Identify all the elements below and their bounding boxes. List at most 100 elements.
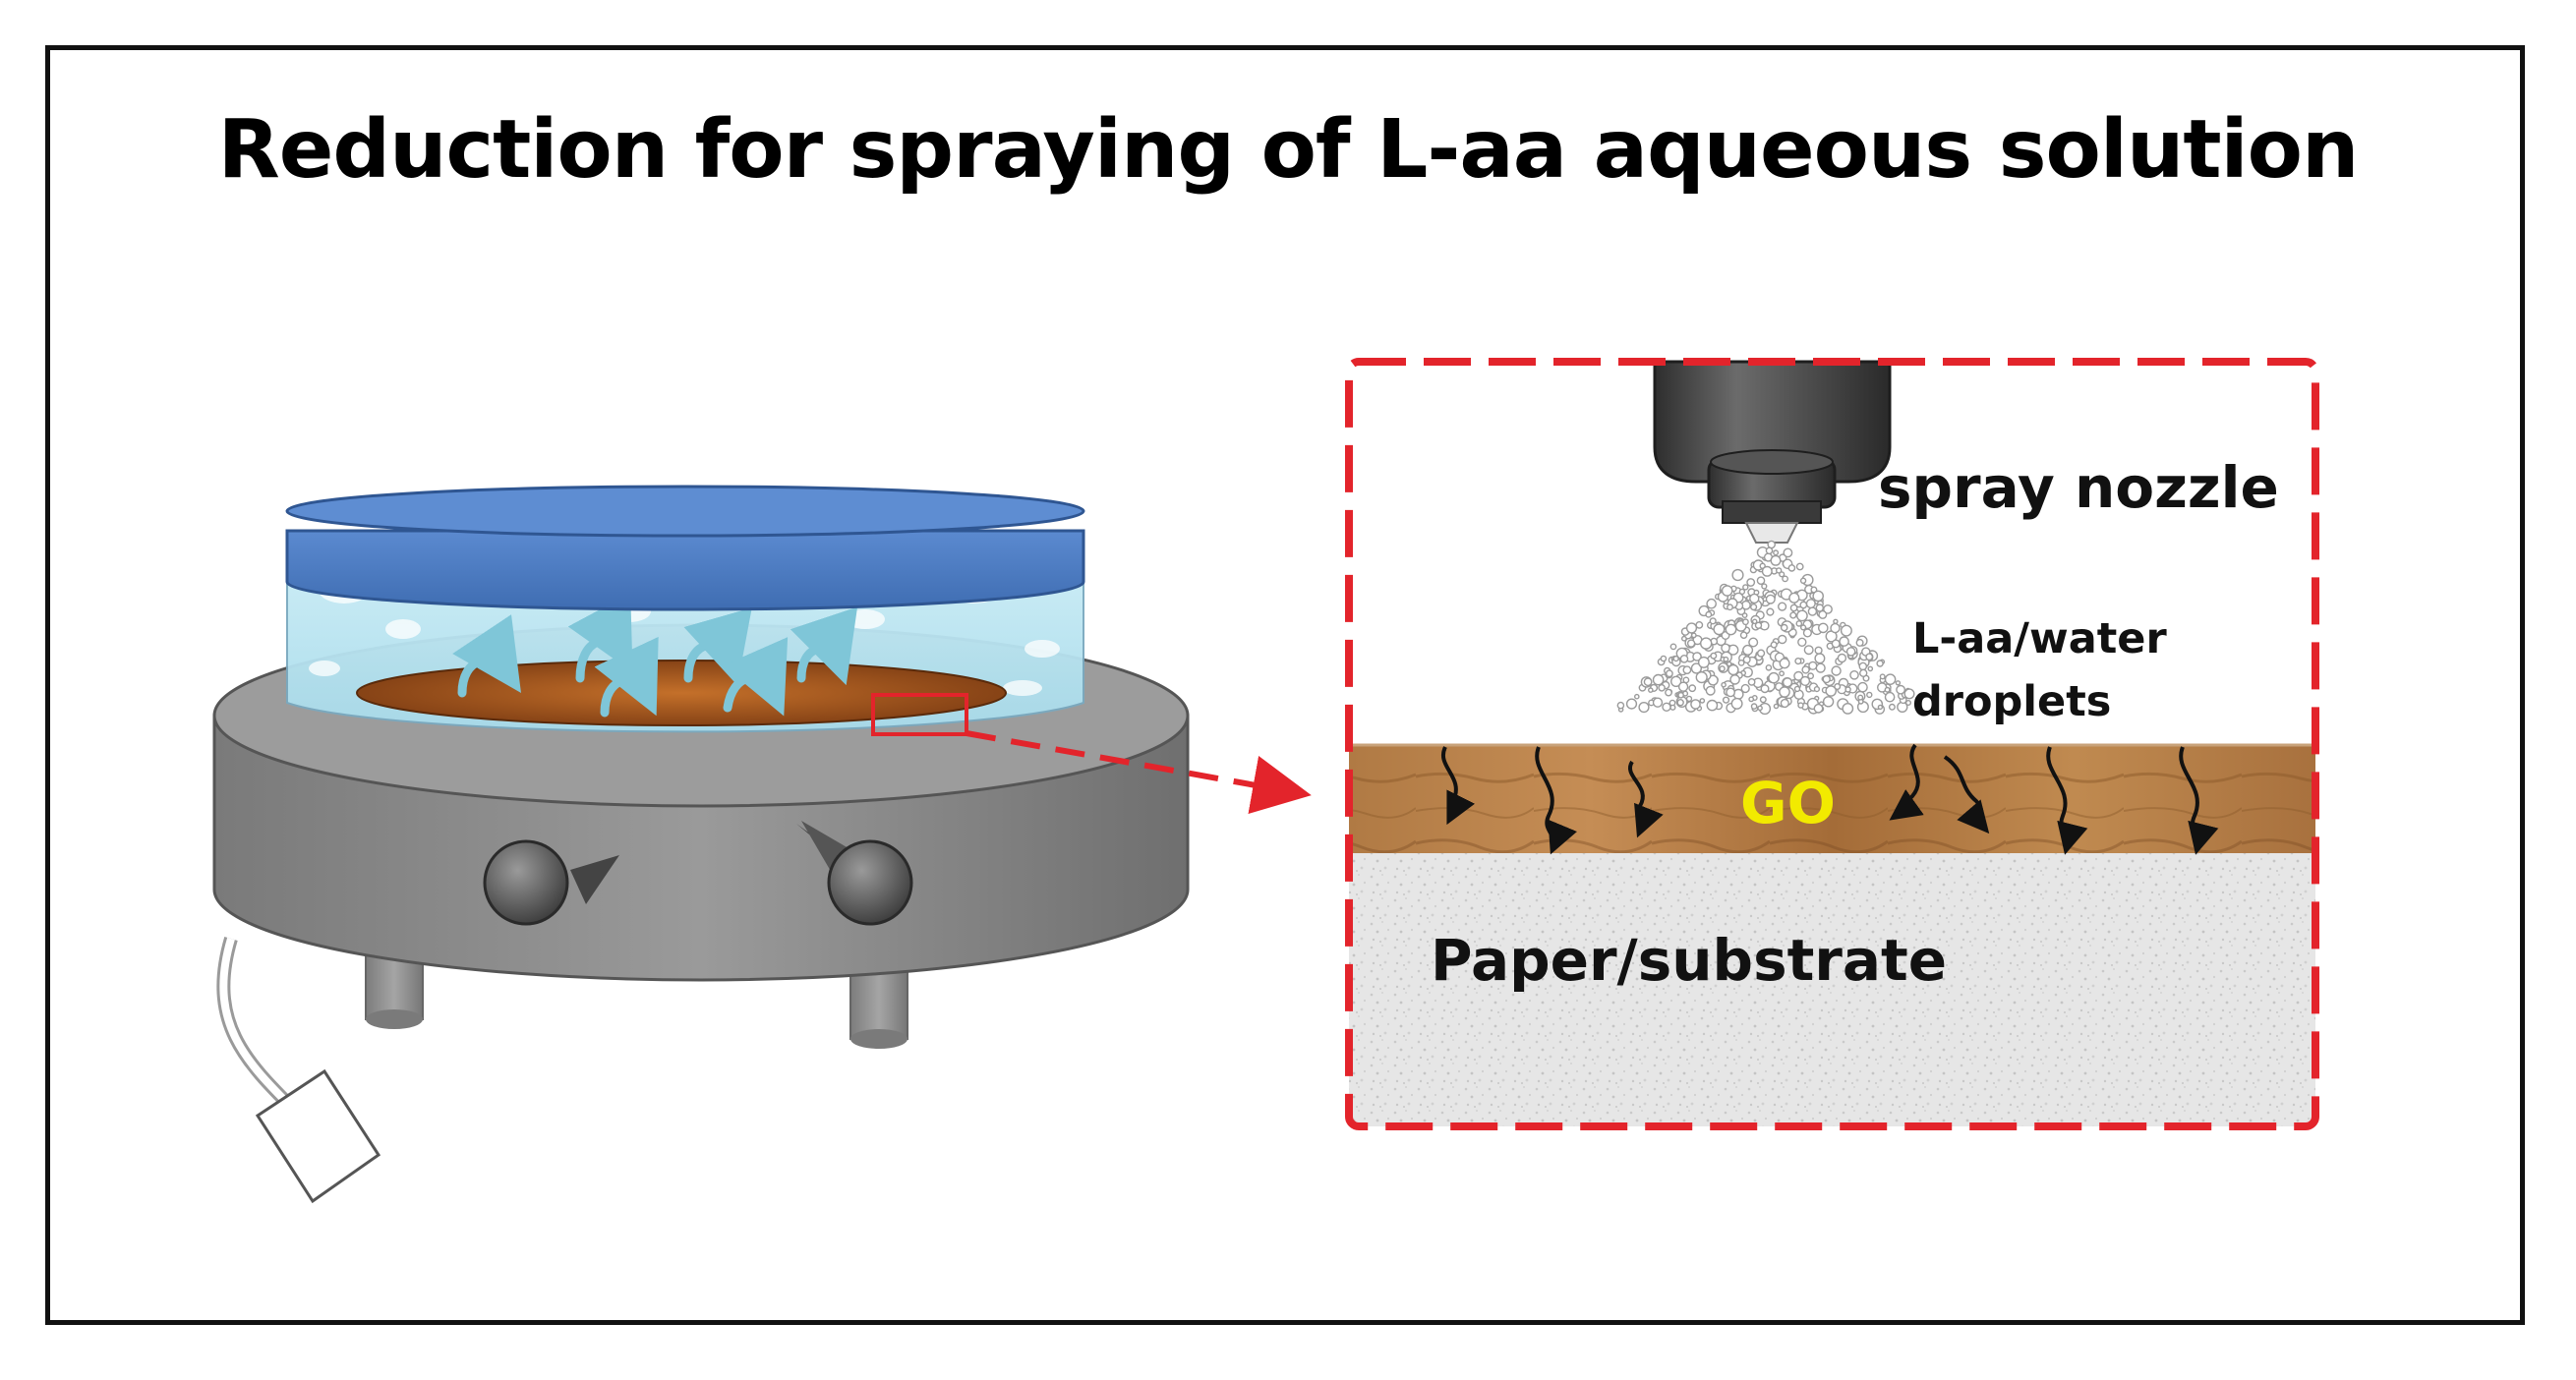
droplet (1709, 617, 1717, 625)
droplet (1672, 655, 1679, 662)
droplet (1742, 656, 1751, 664)
droplet (1822, 696, 1835, 708)
droplet (1721, 643, 1730, 654)
droplet (1721, 681, 1727, 688)
droplet (1705, 685, 1716, 696)
droplet (1795, 620, 1803, 627)
droplet (1808, 661, 1818, 670)
droplet (1799, 577, 1807, 584)
droplet (1789, 604, 1798, 612)
droplet (1727, 604, 1733, 611)
droplet (1801, 665, 1810, 674)
droplet (1625, 698, 1638, 710)
droplet (1813, 703, 1824, 714)
droplet (1837, 653, 1847, 663)
droplet (1677, 681, 1689, 692)
droplet (1799, 675, 1811, 687)
water-arrow-icon (452, 593, 858, 718)
droplet (1794, 657, 1802, 665)
droplet (1706, 699, 1719, 712)
droplet (1748, 637, 1759, 648)
spray-droplets (1616, 540, 1915, 716)
droplet (1876, 660, 1884, 667)
droplet (1685, 622, 1698, 634)
droplet (1779, 571, 1786, 578)
droplet (1723, 656, 1729, 662)
droplet (1831, 665, 1842, 676)
droplet (1742, 584, 1749, 591)
droplet (1822, 674, 1831, 684)
droplet (1730, 697, 1743, 710)
droplet (1775, 567, 1783, 574)
droplet (1780, 623, 1788, 632)
droplet (1690, 699, 1701, 710)
droplet (1643, 677, 1653, 687)
knob-icon (796, 821, 913, 926)
droplet (1756, 576, 1766, 586)
droplet (1825, 685, 1837, 697)
droplet (1699, 698, 1706, 704)
droplet (1896, 684, 1906, 695)
droplet (1761, 565, 1773, 577)
droplet (1812, 590, 1824, 603)
droplet (1855, 638, 1864, 647)
droplet (1807, 606, 1818, 616)
droplet (1849, 670, 1859, 680)
zoom-region-box (871, 693, 968, 736)
droplet (1815, 604, 1825, 612)
droplet (1839, 636, 1849, 647)
droplet (1725, 623, 1737, 636)
droplet (1903, 688, 1915, 700)
droplet (1895, 680, 1902, 686)
droplet (1677, 692, 1684, 699)
droplet (1802, 628, 1813, 638)
droplet (1742, 618, 1749, 626)
droplet (1777, 634, 1787, 645)
droplet (1884, 673, 1897, 686)
droplet (1751, 618, 1758, 625)
droplet (1690, 632, 1697, 639)
droplet (1831, 639, 1841, 649)
droplet (1807, 672, 1815, 680)
droplet (1727, 663, 1739, 676)
droplet (1782, 677, 1793, 688)
diffusion-arrows (1441, 743, 2219, 855)
droplet (1840, 624, 1852, 637)
droplet (1669, 704, 1676, 711)
droplet (1867, 665, 1874, 672)
droplet (1815, 662, 1826, 673)
droplet (1795, 562, 1804, 571)
droplet (1833, 618, 1839, 624)
droplet (1866, 691, 1873, 699)
droplet (1756, 649, 1766, 658)
go-label: GO (1740, 770, 1836, 836)
droplet (1757, 705, 1763, 712)
plug-icon (255, 1068, 381, 1204)
droplet (1865, 653, 1874, 661)
droplet (1803, 645, 1814, 656)
droplet (1799, 624, 1807, 631)
droplet (1782, 575, 1789, 583)
droplet (1823, 604, 1833, 614)
droplet (1766, 607, 1775, 616)
droplet (1749, 603, 1758, 611)
droplet (1713, 623, 1726, 636)
droplets-label: L-aa/water droplets (1912, 614, 2167, 726)
droplet (1858, 668, 1868, 677)
droplet (1754, 621, 1763, 629)
droplet (1726, 687, 1736, 698)
droplet (1780, 698, 1789, 709)
droplet (1666, 669, 1673, 678)
paper-substrate-layer (1349, 853, 2315, 1126)
droplet (1747, 678, 1756, 686)
droplet (1686, 639, 1696, 648)
droplet (1818, 622, 1829, 634)
droplet (1676, 699, 1684, 707)
droplet (1765, 594, 1776, 604)
droplet (1729, 674, 1740, 685)
petri-dish-icon (285, 485, 1085, 733)
droplet (1773, 549, 1780, 556)
droplet (1805, 599, 1816, 609)
droplet (1844, 686, 1851, 693)
droplet (1789, 611, 1797, 619)
